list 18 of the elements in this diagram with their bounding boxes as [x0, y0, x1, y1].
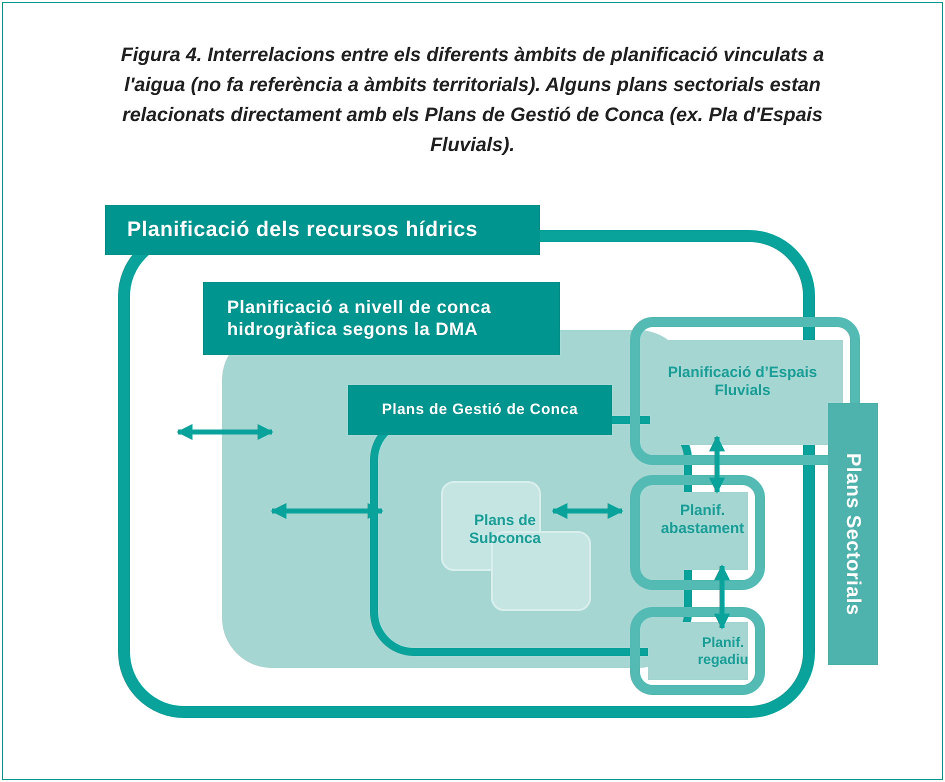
double-arrow [270, 503, 384, 519]
plan-area [440, 480, 592, 614]
node-label: Plans de Subconca [468, 511, 542, 549]
node-label: Planificació d’Espais Fluvials [666, 363, 818, 401]
node-label: Planif. abastament [660, 500, 746, 538]
plan-area [630, 475, 765, 590]
figure-caption: Figura 4. Interrelacions entre els diferents àmbits de planificació vinculats a l'aigua (no fa referència a àmbits territorials). Alguns plans sectorials estan relacionats directament amb els Plans de Gestió de Conca (ex. Pla d'Espais Fluvials). [120, 43, 826, 158]
node-label: Planif. regadiu [696, 633, 750, 669]
double-arrow [176, 424, 274, 440]
title-tab: Planificació dels recursos hídrics [105, 205, 540, 255]
double-arrow [551, 503, 624, 519]
group-frame [105, 205, 817, 720]
double-arrow [709, 435, 725, 494]
title-tab: Plans Sectorials [828, 403, 878, 665]
plan-area [630, 607, 765, 695]
title-tab: Planificació a nivell de conca hidrogràfica segons la DMA [203, 282, 560, 355]
title-tab: Plans de Gestió de Conca [348, 385, 612, 435]
double-arrow [714, 564, 730, 630]
